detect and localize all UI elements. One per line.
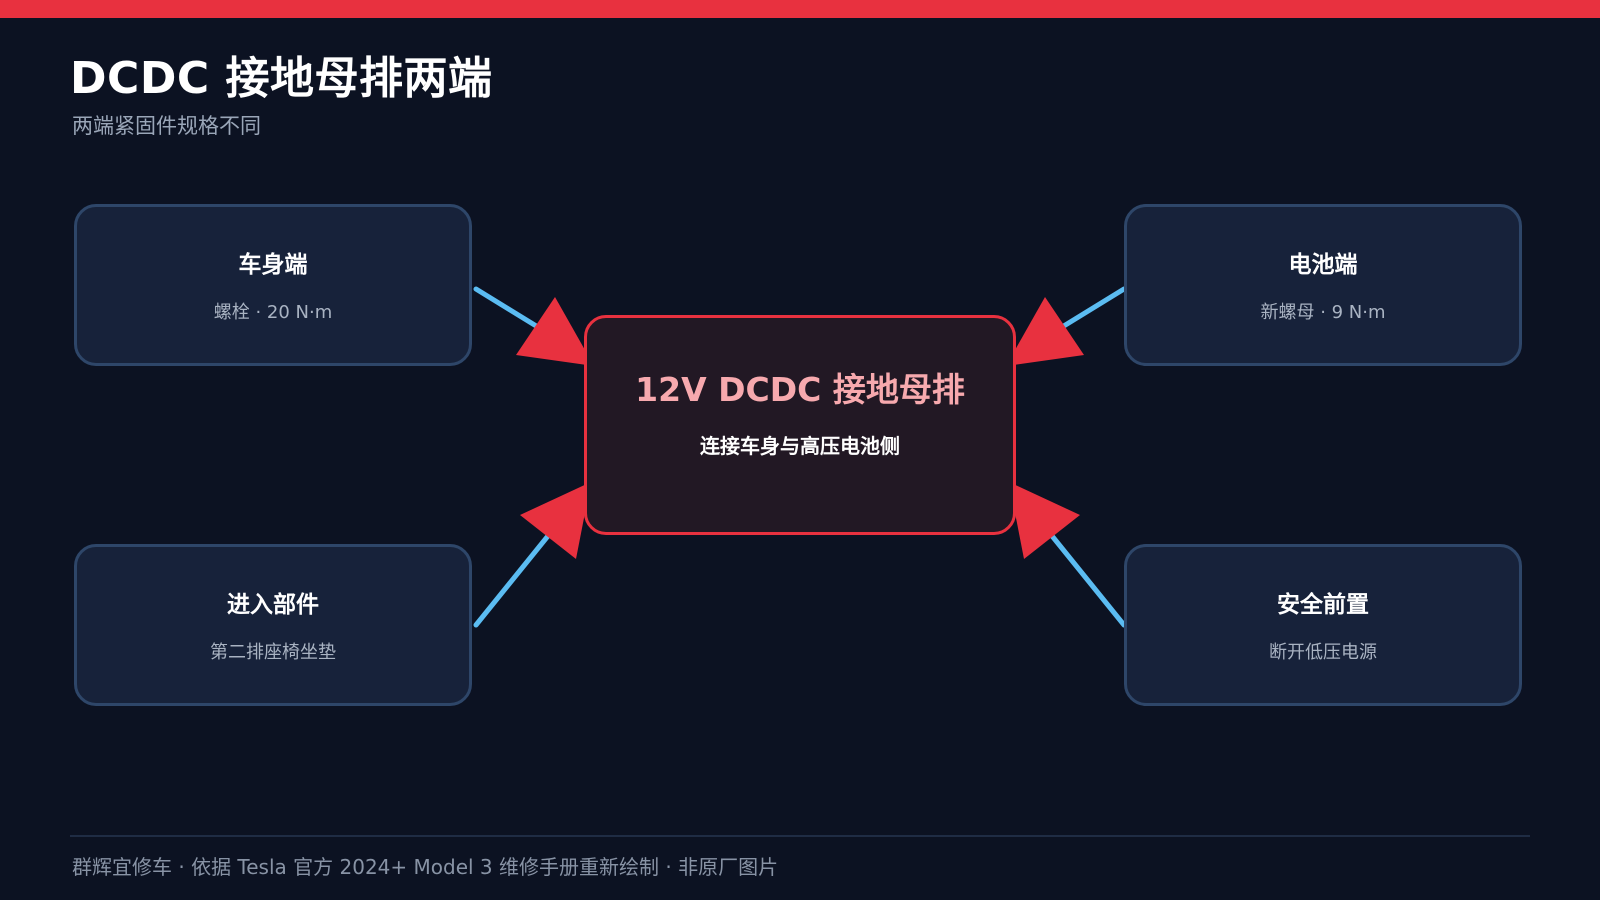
slide-title: DCDC 接地母排两端: [70, 53, 493, 104]
arrowhead-top-right: [1006, 297, 1084, 366]
top-accent-bar: [0, 0, 1600, 18]
card-safety-prerequisite: 安全前置 断开低压电源: [1124, 544, 1522, 706]
card-description: 新螺母 · 9 N·m: [1260, 302, 1386, 323]
card-description: 螺栓 · 20 N·m: [213, 302, 333, 323]
center-description: 连接车身与高压电池侧: [700, 434, 900, 458]
card-description: 断开低压电源: [1269, 642, 1377, 663]
arrowhead-bottom-right: [1009, 482, 1080, 559]
card-battery-end: 电池端 新螺母 · 9 N·m: [1124, 204, 1522, 366]
card-description: 第二排座椅坐垫: [210, 642, 336, 663]
card-title: 电池端: [1288, 252, 1358, 278]
center-node-dcdc-busbar: 12V DCDC 接地母排 连接车身与高压电池侧: [584, 315, 1016, 535]
footer-divider: [70, 835, 1530, 837]
card-title: 安全前置: [1277, 592, 1369, 618]
connector-line-top-left: [473, 286, 549, 335]
slide-subtitle: 两端紧固件规格不同: [72, 114, 261, 138]
connector-line-bottom-right: [1041, 523, 1127, 628]
card-title: 车身端: [238, 252, 308, 278]
card-title: 进入部件: [227, 592, 319, 618]
connector-line-bottom-left: [473, 523, 559, 628]
arrowhead-top-left: [516, 297, 594, 366]
footer-credit: 群辉宜修车 · 依据 Tesla 官方 2024+ Model 3 维修手册重新…: [72, 855, 779, 879]
center-title: 12V DCDC 接地母排: [635, 370, 965, 409]
card-body-end: 车身端 螺栓 · 20 N·m: [74, 204, 472, 366]
arrowhead-bottom-left: [520, 482, 591, 559]
card-access-parts: 进入部件 第二排座椅坐垫: [74, 544, 472, 706]
connector-line-top-right: [1051, 286, 1127, 335]
